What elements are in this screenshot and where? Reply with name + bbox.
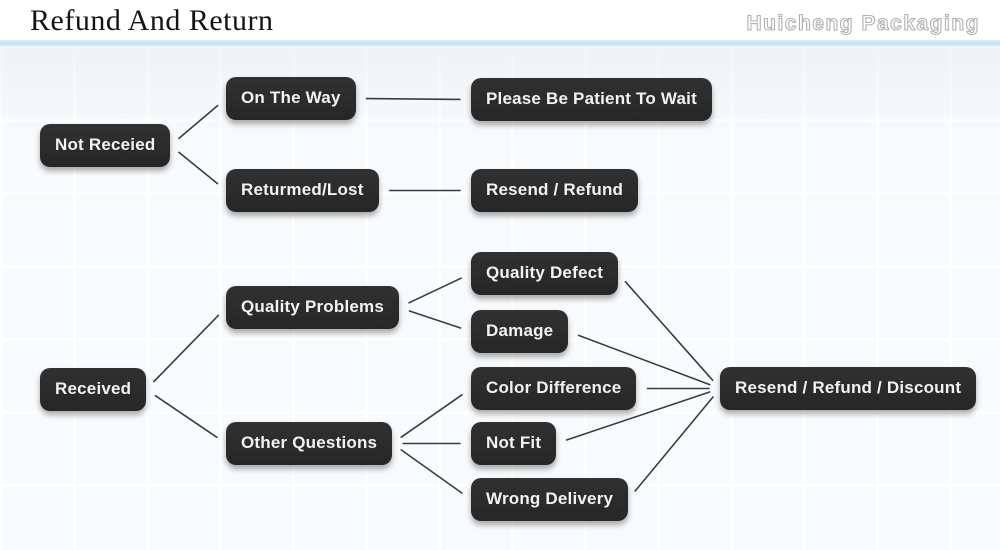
flow-node-other-questions: Other Questions xyxy=(226,422,393,465)
header: Refund And Return Huicheng Packaging xyxy=(0,0,1000,40)
flow-node-quality-defect: Quality Defect xyxy=(471,252,619,295)
flow-node-quality-problems: Quality Problems xyxy=(226,286,400,329)
flow-node-wrong-delivery: Wrong Delivery xyxy=(471,478,629,521)
flow-node-please-wait: Please Be Patient To Wait xyxy=(471,78,712,121)
flow-node-not-received: Not Receied xyxy=(40,124,171,167)
flow-node-damage: Damage xyxy=(471,310,569,353)
header-divider xyxy=(0,40,1000,46)
flow-node-color-difference: Color Difference xyxy=(471,367,637,410)
flow-node-returned-lost: Returmed/Lost xyxy=(226,169,379,212)
flow-node-on-the-way: On The Way xyxy=(226,77,356,120)
brand-text: Huicheng Packaging xyxy=(746,11,980,35)
flowchart-canvas xyxy=(0,46,1000,550)
flow-node-resend-refund-discount: Resend / Refund / Discount xyxy=(720,367,977,410)
flow-node-resend-refund: Resend / Refund xyxy=(471,169,639,212)
flow-node-received: Received xyxy=(40,368,147,411)
flow-node-not-fit: Not Fit xyxy=(471,422,557,465)
page-title: Refund And Return xyxy=(30,4,274,37)
